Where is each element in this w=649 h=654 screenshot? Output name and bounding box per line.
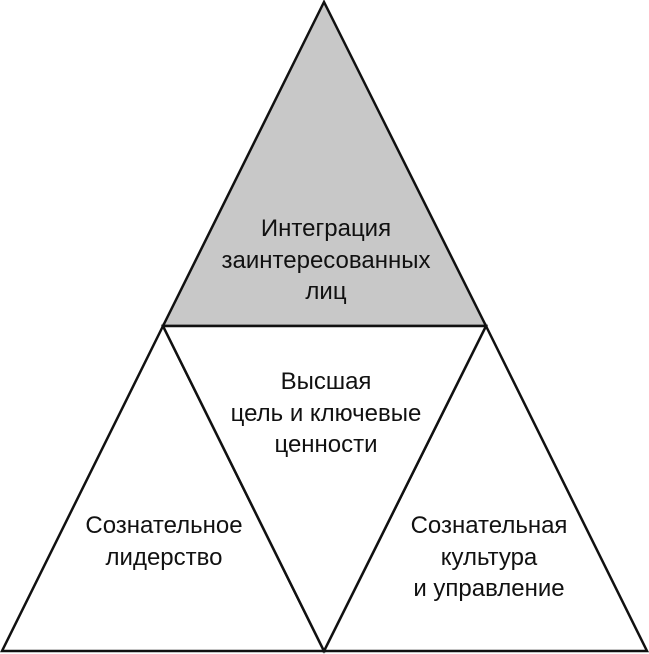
- left-triangle-label: Сознательное лидерство: [85, 510, 242, 573]
- center-label-line-2: цель и ключевые: [230, 399, 422, 427]
- center-inverted-triangle: [160, 324, 489, 654]
- top-label-line-3: лиц: [305, 278, 347, 305]
- left-label-line-1: Сознательное: [85, 512, 243, 539]
- right-label-line-3: и управление: [413, 575, 565, 602]
- top-label-line-1: Интеграция: [260, 215, 392, 242]
- top-triangle-label: Интеграция заинтересованных лиц: [222, 213, 431, 308]
- top-label-line-2: заинтересованных: [221, 246, 431, 274]
- right-triangle-label: Сознательная культура и управление: [411, 510, 568, 605]
- right-label-line-2: культура: [440, 543, 538, 571]
- center-label-line-3: ценности: [274, 431, 378, 458]
- right-label-line-1: Сознательная: [410, 512, 568, 539]
- center-triangle-label: Высшая цель и ключевые ценности: [231, 366, 422, 461]
- left-label-line-2: лидерство: [105, 543, 223, 571]
- center-label-line-1: Высшая: [280, 368, 372, 395]
